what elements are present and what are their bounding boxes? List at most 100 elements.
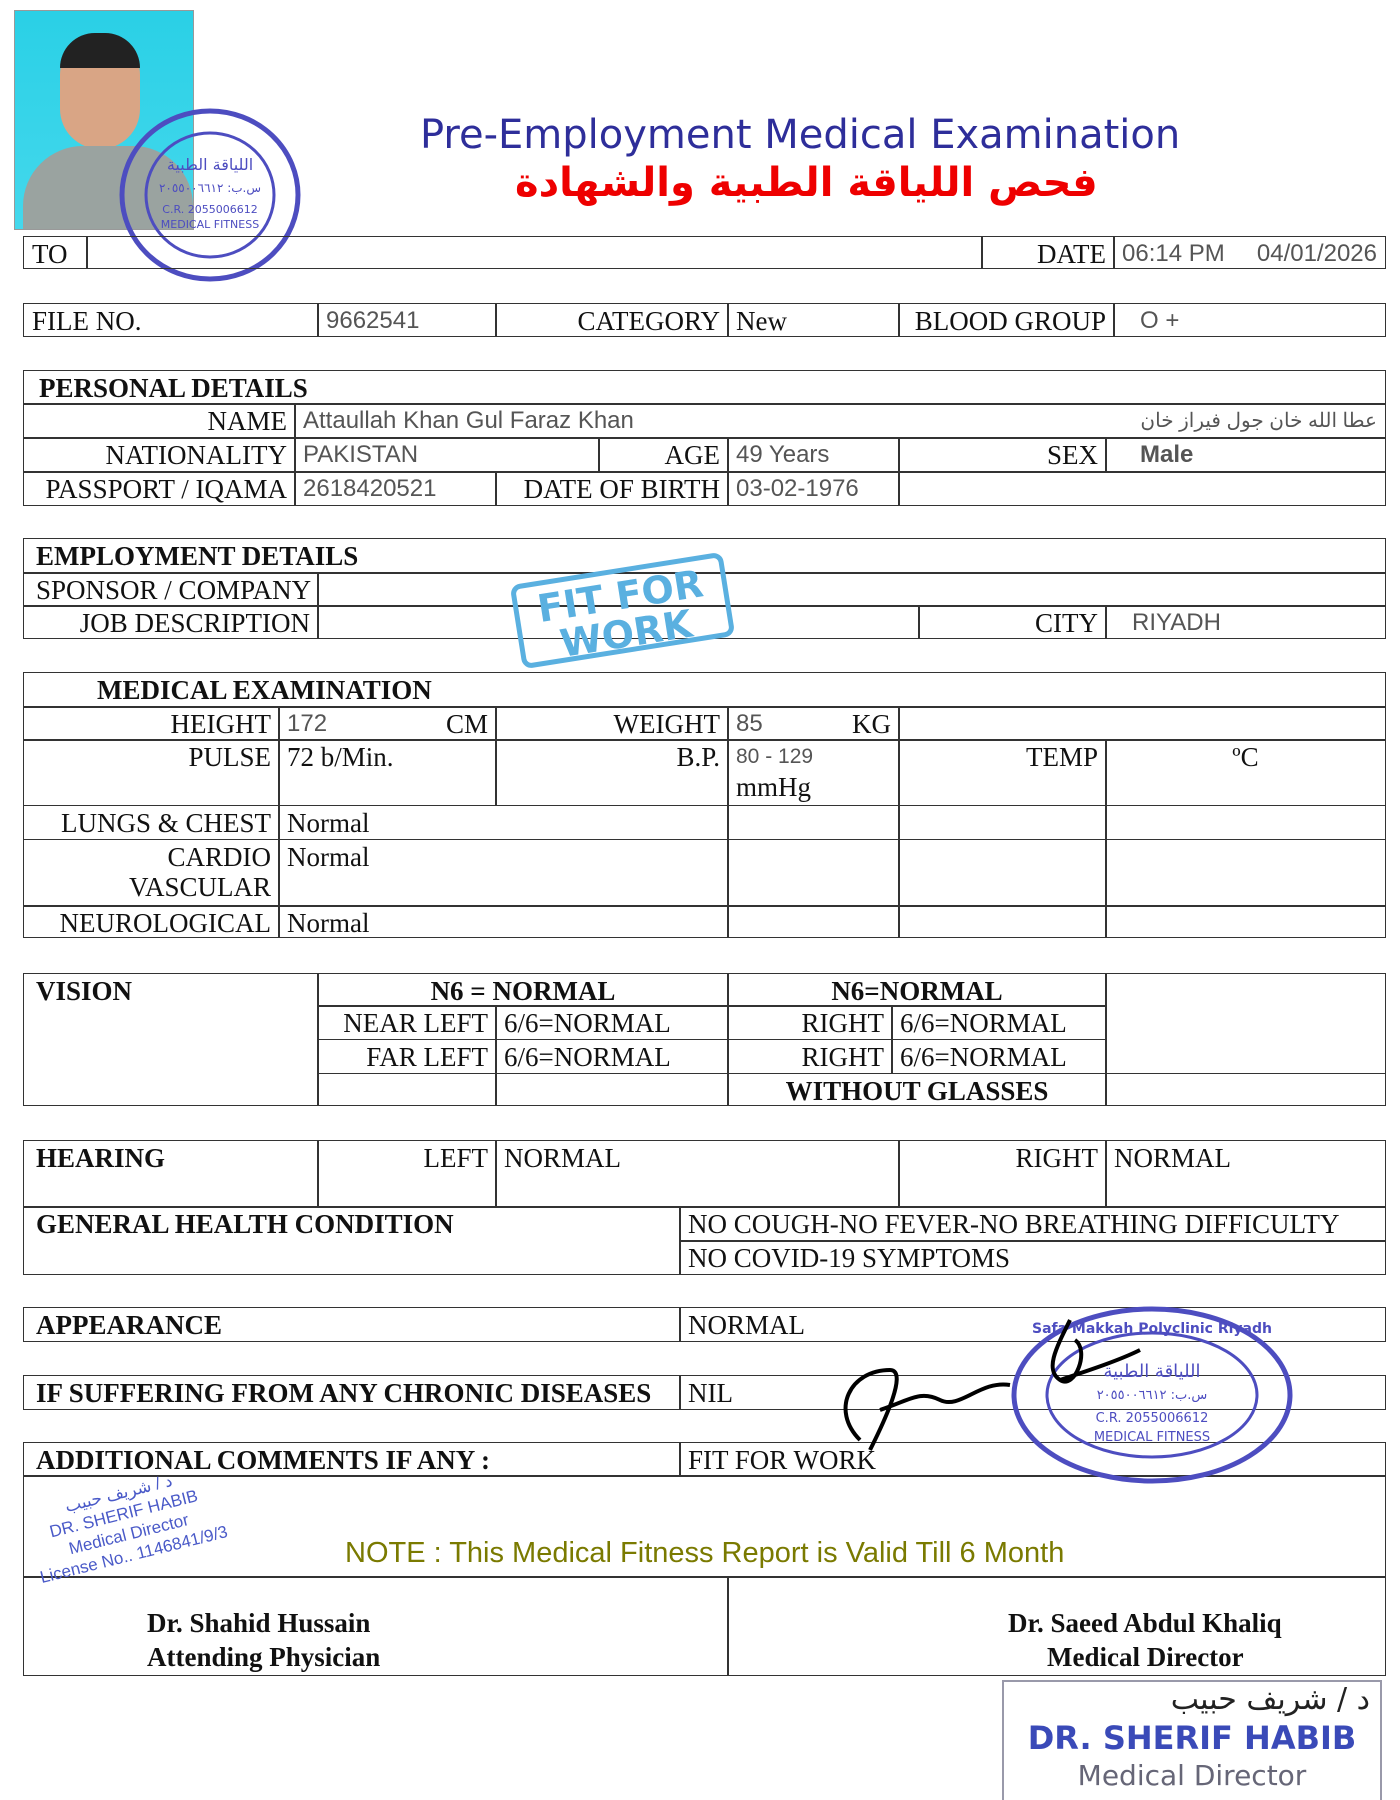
lungs-blank-3 [1105,805,1386,840]
without-glasses: WITHOUT GLASSES [727,1073,1107,1106]
appearance-label: APPEARANCE [23,1307,681,1342]
clinic-stamp-bottom: Safa Makkah Polyclinic Riyadh اللياقة ال… [1011,1306,1293,1484]
vision-blank-2 [495,1073,729,1106]
hearing-left-label: LEFT [317,1140,497,1208]
chronic-value: NIL [679,1375,1386,1410]
cardio-label-2: VASCULAR [128,872,271,902]
hearing-right-label: RIGHT [898,1140,1107,1208]
svg-text:MEDICAL FITNESS: MEDICAL FITNESS [161,218,259,231]
lungs-value: Normal [278,805,729,840]
medical-director-name: Dr. Saeed Abdul Khaliq [1008,1608,1282,1638]
sex-label: SEX [898,437,1107,473]
temp-value: ºC [1105,739,1386,806]
near-left-label: NEAR LEFT [317,1005,497,1040]
sponsor-label: SPONSOR / COMPANY [23,572,319,607]
height-number: 172 [287,710,328,737]
far-left-label: FAR LEFT [317,1039,497,1074]
city-value: RIYADH [1105,605,1386,639]
nationality-value: PAKISTAN [294,437,600,473]
applicant-photo [14,10,194,230]
comments-value: FIT FOR WORK [679,1442,1386,1477]
signature-left-box [23,1576,729,1676]
far-left-value: 6/6=NORMAL [495,1039,729,1074]
category-value: New [727,303,900,337]
cardio-blank-3 [1105,839,1386,907]
bp-label: B.P. [495,739,729,806]
vision-blank-1 [317,1073,497,1106]
passport-value: 2618420521 [294,471,497,506]
dob-value: 03-02-1976 [727,471,900,506]
neuro-blank-1 [727,905,900,938]
medical-examination-heading: MEDICAL EXAMINATION [23,672,1386,708]
weight-number: 85 [736,710,763,737]
stamp-text: FIT FOR WORK [534,561,707,666]
file-no-label: FILE NO. [23,303,319,337]
director-stamp-ar: د / شريف حبيب [1170,1682,1370,1717]
form-title: Pre-Employment Medical Examination [420,112,1181,158]
lungs-blank-1 [727,805,900,840]
cardio-blank-1 [727,839,900,907]
age-label: AGE [598,437,729,473]
lungs-label: LUNGS & CHEST [23,805,280,840]
bp-value: 80 - 129 mmHg [727,739,900,806]
far-right-value: 6/6=NORMAL [891,1039,1107,1074]
blood-group-value: O + [1113,303,1386,337]
attending-physician-name: Dr. Shahid Hussain [147,1608,371,1638]
weight-unit: KG [852,709,891,739]
age-value: 49 Years [727,437,900,473]
pulse-value: 72 b/Min. [278,739,497,806]
to-label: TO [23,236,88,269]
weight-value: 85 KG [727,706,900,741]
form-title-arabic: فحص اللياقة الطبية والشهادة [515,160,1098,206]
sponsor-value [317,572,1386,607]
time-value: 06:14 PM [1122,240,1225,267]
date-label: DATE [981,236,1115,269]
appearance-value: NORMAL [679,1307,1386,1342]
comments-area [23,1475,1386,1578]
to-field[interactable] [86,236,983,269]
height-value: 172 CM [278,706,497,741]
director-stamp-role: Medical Director [1077,1759,1307,1792]
date-field[interactable]: 06:14 PM 04/01/2026 [1113,236,1386,269]
hearing-left-value: NORMAL [495,1140,900,1208]
vision-blank-3 [1105,1073,1386,1106]
general-health-line-2: NO COVID-19 SYMPTOMS [679,1240,1386,1275]
sex-value: Male [1105,437,1386,473]
bp-reading: 80 - 129 [736,745,814,768]
job-description-value [317,605,920,639]
far-right-label: RIGHT [727,1039,893,1074]
date-value: 04/01/2026 [1256,240,1377,267]
cardio-value: Normal [278,839,729,907]
near-right-label: RIGHT [727,1005,893,1040]
nationality-label: NATIONALITY [23,437,296,473]
cardio-label-1: CARDIO [167,842,271,872]
svg-text:Safa Makkah Polyclinic Riyadh: Safa Makkah Polyclinic Riyadh [1032,1321,1272,1337]
file-no-value: 9662541 [317,303,497,337]
near-left-value: 6/6=NORMAL [495,1005,729,1040]
hearing-right-value: NORMAL [1105,1140,1386,1208]
validity-note: NOTE : This Medical Fitness Report is Va… [345,1537,1065,1569]
attending-physician-role: Attending Physician [147,1642,381,1672]
neuro-blank-3 [1105,905,1386,938]
bp-unit: mmHg [736,772,812,802]
director-stamp-name: DR. SHERIF HABIB [1027,1719,1357,1757]
svg-text:اللياقة الطبية: اللياقة الطبية [1103,1361,1200,1382]
comments-label: ADDITIONAL COMMENTS IF ANY : [23,1442,681,1477]
signature-right-box [727,1576,1386,1676]
name-arabic: عطا الله خان جول فيراز خان [1140,410,1377,432]
dob-label: DATE OF BIRTH [495,471,729,506]
cardio-blank-2 [898,839,1107,907]
height-unit: CM [445,709,488,739]
clinic-stamp-top: اللياقة الطبية س.ب: ٢٠٥٥٠٠٦٦١٢ C.R. 2055… [119,108,301,282]
general-health-heading: GENERAL HEALTH CONDITION [23,1206,681,1275]
svg-text:MEDICAL FITNESS: MEDICAL FITNESS [1094,1430,1210,1445]
neuro-label: NEUROLOGICAL [23,905,280,938]
near-right-value: 6/6=NORMAL [891,1005,1107,1040]
passport-label: PASSPORT / IQAMA [23,471,296,506]
signature-scribble [843,1319,1141,1451]
height-label: HEIGHT [23,706,280,741]
weight-label: WEIGHT [495,706,729,741]
